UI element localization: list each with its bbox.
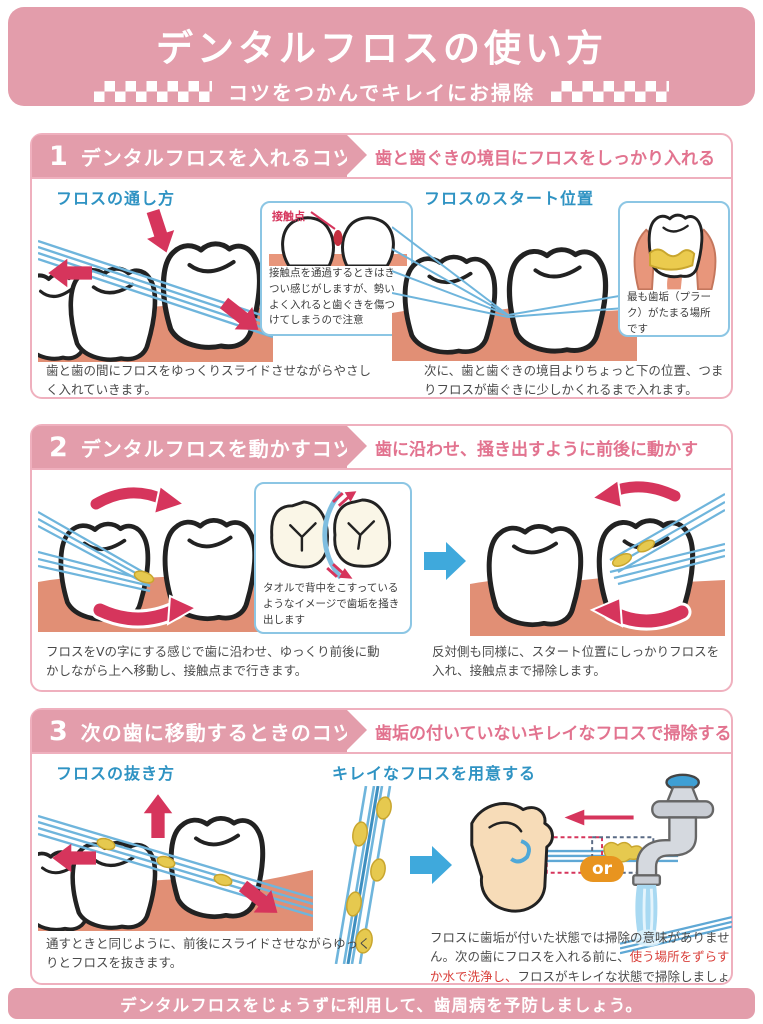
next-step-arrow-icon — [424, 542, 466, 580]
caption-clean-floss-before: フロスに歯垢が付いた状態では掃除の意味がありません。次の歯にフロスを入れる前に、 — [430, 930, 730, 965]
section-3-header: 3 次の歯に移動するときのコツ 歯垢の付いていないキレイなフロスで掃除する — [32, 710, 732, 754]
heading-remove-floss: フロスの抜き方 — [56, 764, 176, 783]
illustration-faucet-rinse — [620, 773, 732, 955]
contact-point-dot-icon — [333, 230, 343, 246]
illustration-insert-floss — [38, 207, 273, 362]
caption-clean-floss-warning: 使う場所をずらすか水で洗浄し、 — [430, 949, 730, 984]
curved-arrow-right-icon — [90, 594, 199, 629]
page-subtitle: コツをつかんでキレイにお掃除 — [228, 81, 535, 105]
section-3-card: 3 次の歯に移動するときのコツ 歯垢の付いていないキレイなフロスで掃除する フロ… — [30, 708, 733, 1003]
floss-v-icon — [609, 493, 725, 586]
plaque-on-floss-icon — [96, 837, 233, 887]
callout-plaque-spot: 最も歯垢（プラーク）がたまる場所です — [618, 201, 730, 337]
arrow-up-icon — [143, 794, 173, 838]
page-header: デンタルフロスの使い方 コツをつかんでキレイにお掃除 — [8, 7, 755, 106]
banner-chevron-icon — [347, 710, 367, 750]
illustration-move-floss-opposite — [470, 478, 725, 636]
heading-floss-start-position: フロスのスタート位置 — [424, 189, 595, 208]
caption-clean-floss: フロスに歯垢が付いた状態では掃除の意味がありません。次の歯にフロスを入れる前に、… — [430, 928, 732, 1006]
next-step-arrow-icon — [410, 846, 452, 884]
section-1-card: 1 デンタルフロスを入れるコツ 歯と歯ぐきの境目にフロスをしっかり入れる フロス… — [30, 133, 733, 399]
floss-wrap-icon — [510, 839, 531, 864]
section-1-number: 1 — [49, 140, 68, 172]
illustration-dirty-floss — [334, 786, 392, 964]
page-title: デンタルフロスの使い方 — [156, 27, 607, 70]
section-2-number: 2 — [49, 431, 68, 463]
scrub-arrows-icon — [326, 492, 350, 578]
shift-target-box-icon — [545, 836, 604, 874]
section-2-title: デンタルフロスを動かすコツ — [80, 436, 354, 461]
heading-floss-insert: フロスの通し方 — [56, 189, 176, 208]
banner-chevron-icon — [347, 135, 367, 175]
caption-insert-floss: 歯と歯の間にフロスをゆっくりスライドさせながらやさしく入れていきます。 — [46, 363, 372, 398]
floss-v-icon — [38, 511, 151, 593]
plaque-icon — [133, 570, 155, 584]
plaque-icon — [649, 248, 696, 271]
plaque-icon — [637, 539, 655, 553]
callout-contact-point: 接触点 接触点を通過するときはきつい感じがしますが、勢いよく入れると歯ぐきを傷つ… — [260, 201, 413, 336]
footer-message: デンタルフロスをじょうずに利用して、歯周病を予防しましょう。 — [120, 995, 643, 1015]
illustration-start-position — [392, 226, 637, 361]
checker-strip-left-icon — [94, 81, 212, 102]
curved-arrow-right-icon — [87, 484, 187, 516]
curved-arrow-left-icon — [589, 596, 692, 631]
faucet-spout-icon — [635, 816, 698, 878]
section-2-banner: 歯に沿わせ、掻き出すように前後に動かす — [375, 439, 698, 460]
section-3-label: 3 次の歯に移動するときのコツ — [32, 710, 353, 752]
or-badge: or — [580, 856, 625, 882]
plaque-on-floss-icon — [346, 796, 392, 954]
caption-start-position: 次に、歯と歯ぐきの境目よりちょっと下の位置、つまりフロスが歯ぐきに少しかくれるま… — [424, 363, 724, 398]
caption-remove-floss: 通すときと同じように、前後にスライドさせながらゆっくりとフロスを抜きます。 — [46, 936, 371, 971]
scrub-note: タオルで背中をこすっているようなイメージで歯垢を掻き出します — [263, 582, 400, 626]
hand-icon — [470, 802, 554, 913]
checker-strip-right-icon — [551, 81, 669, 102]
caption-move-floss: フロスをVの字にする感じで歯に沿わせ、ゆっくり前後に動かしながら上へ移動し、接触… — [46, 644, 380, 679]
contact-point-label: 接触点 — [272, 210, 305, 223]
contact-point-note: 接触点を通過するときはきつい感じがしますが、勢いよく入れると歯ぐきを傷つけてしま… — [269, 267, 395, 327]
curved-arrow-left-icon — [589, 478, 684, 510]
section-1-title: デンタルフロスを入れるコツ — [80, 145, 354, 170]
section-2-card: 2 デンタルフロスを動かすコツ 歯に沿わせ、掻き出すように前後に動かす — [30, 424, 733, 692]
illustration-remove-floss — [38, 794, 313, 931]
banner-chevron-icon — [347, 426, 367, 466]
section-2-header: 2 デンタルフロスを動かすコツ 歯に沿わせ、掻き出すように前後に動かす — [32, 426, 731, 470]
plaque-spot-note: 最も歯垢（プラーク）がたまる場所です — [627, 291, 711, 335]
caption-opposite-side: 反対側も同様に、スタート位置にしっかりフロスを入れ、接触点まで掃除します。 — [432, 644, 720, 679]
section-3-banner: 歯垢の付いていないキレイなフロスで掃除する — [375, 723, 732, 744]
section-3-number: 3 — [49, 715, 68, 747]
section-2-label: 2 デンタルフロスを動かすコツ — [32, 426, 353, 468]
floss-fan-icon — [392, 226, 637, 318]
page-footer: デンタルフロスをじょうずに利用して、歯周病を予防しましょう。 — [8, 988, 755, 1019]
plaque-tooth-mini-illustration — [633, 213, 717, 290]
splash-icon — [633, 929, 664, 947]
section-1-header: 1 デンタルフロスを入れるコツ 歯と歯ぐきの境目にフロスをしっかり入れる — [32, 135, 731, 179]
plaque-icon — [611, 553, 633, 567]
illustration-move-floss — [38, 484, 270, 632]
callout-scrub-image: タオルで背中をこすっているようなイメージで歯垢を掻き出します — [254, 482, 412, 634]
scrub-mini-illustration — [270, 490, 391, 580]
contact-point-mini-illustration — [269, 211, 407, 266]
section-1-label: 1 デンタルフロスを入れるコツ — [32, 135, 353, 177]
section-1-banner: 歯と歯ぐきの境目にフロスをしっかり入れる — [375, 148, 715, 169]
heading-clean-floss: キレイなフロスを用意する — [332, 764, 537, 783]
section-3-title: 次の歯に移動するときのコツ — [80, 720, 354, 745]
